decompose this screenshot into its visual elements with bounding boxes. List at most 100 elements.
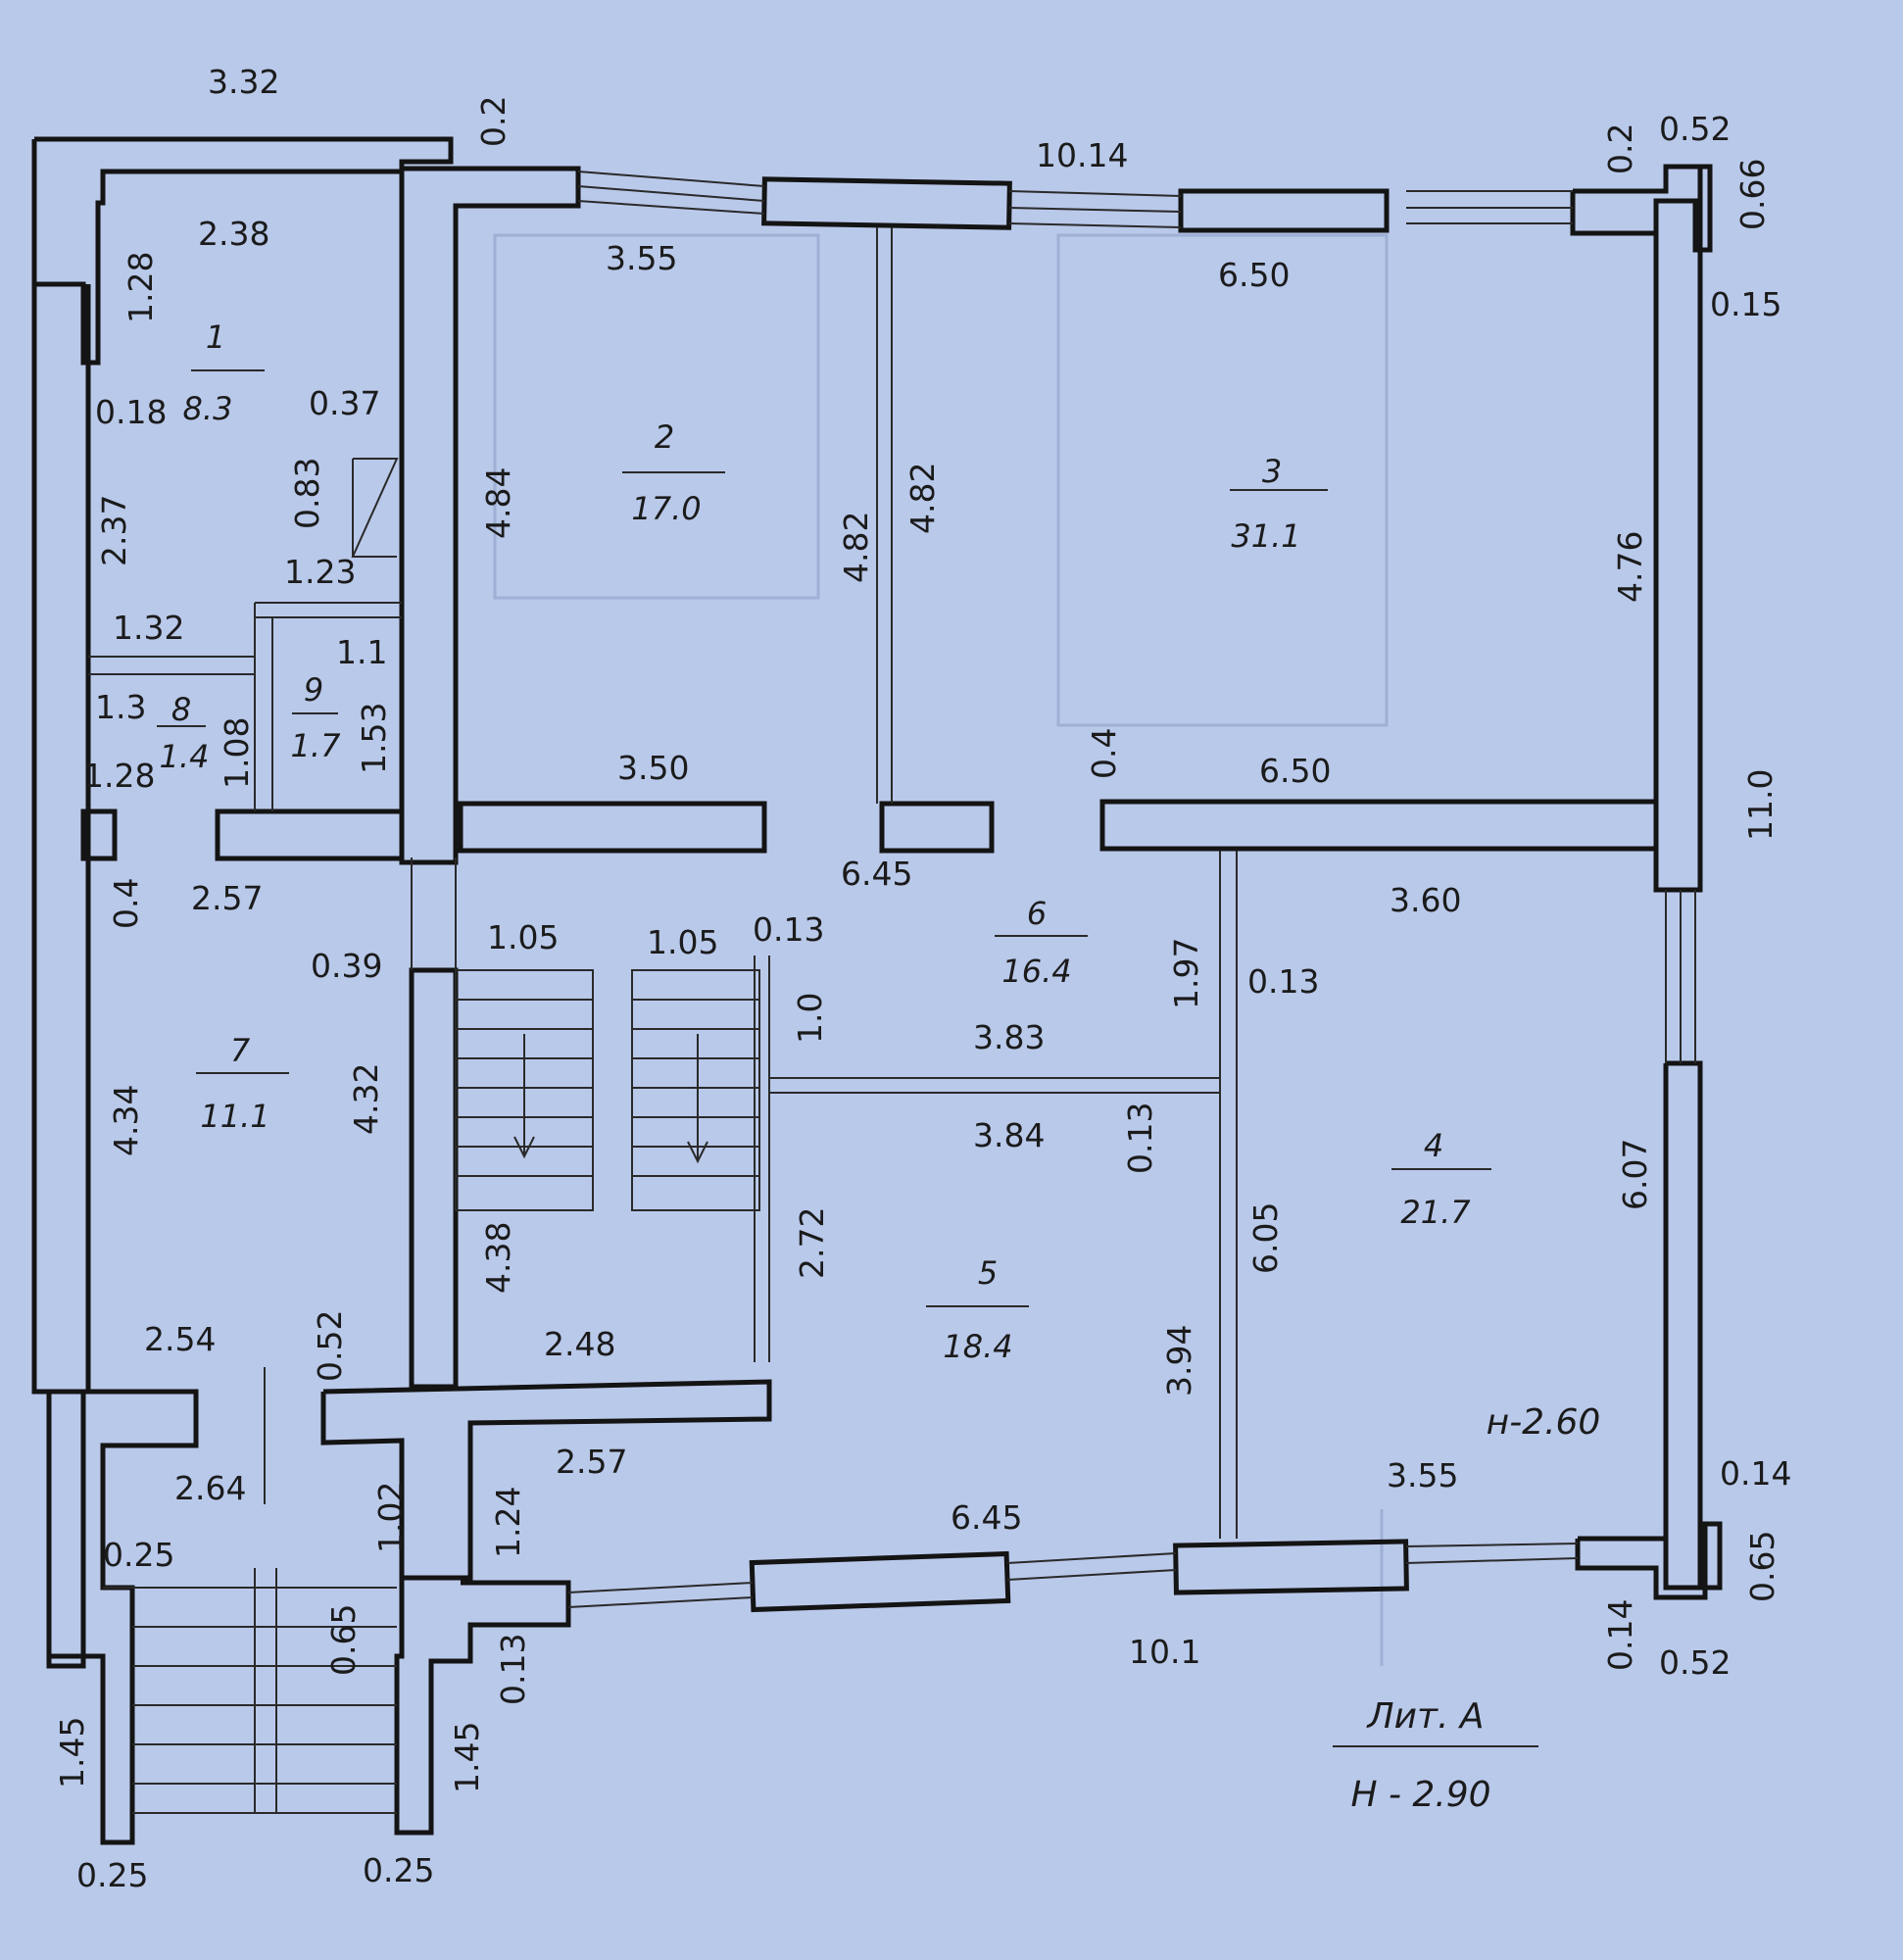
- dim-label: 0.2: [474, 96, 512, 147]
- dim-label: 1.28: [83, 757, 155, 795]
- dimension-labels: 3.32 0.2 10.14 0.2 0.52 0.66 2.38 1.28 3…: [53, 63, 1791, 1894]
- dim-label: 1.24: [489, 1487, 527, 1558]
- room-2-area: 17.0: [631, 490, 701, 527]
- dim-label: 6.45: [841, 855, 912, 893]
- room-7-id: 7: [230, 1032, 251, 1069]
- dim-label: 4.82: [903, 463, 942, 534]
- room-4-area: 21.7: [1400, 1194, 1471, 1231]
- dim-label: 0.83: [288, 458, 326, 529]
- dim-label: 0.4: [1085, 728, 1123, 779]
- dim-label: 3.55: [1387, 1456, 1458, 1494]
- dim-label: 2.48: [544, 1325, 615, 1363]
- dim-label: 1.32: [113, 609, 184, 647]
- dim-label: 0.39: [311, 947, 382, 985]
- dim-label: 0.14: [1601, 1599, 1639, 1671]
- room-3-area: 31.1: [1231, 517, 1300, 555]
- dim-label: 1.0: [791, 993, 829, 1044]
- room-5: 5 18.4: [926, 1254, 1029, 1365]
- dim-label: 2.54: [144, 1320, 216, 1358]
- dim-label: 2.64: [174, 1469, 246, 1507]
- room-2-id: 2: [655, 418, 674, 456]
- dim-label: 1.3: [95, 688, 146, 726]
- room-3-id: 3: [1262, 453, 1282, 490]
- room-8-area: 1.4: [160, 738, 210, 775]
- dim-label: 0.4: [107, 878, 145, 929]
- dim-label: 0.18: [95, 393, 167, 431]
- dim-label: 2.57: [556, 1443, 627, 1481]
- dim-label: 6.07: [1616, 1139, 1654, 1210]
- dim-label: 0.13: [494, 1634, 532, 1705]
- dim-label: 1.02: [371, 1482, 410, 1553]
- room-6-id: 6: [1027, 895, 1047, 932]
- dim-label: 0.15: [1710, 285, 1781, 323]
- room-3: 3 31.1: [1230, 453, 1328, 555]
- dim-label: 1.45: [53, 1717, 91, 1788]
- room-4: 4 21.7: [1391, 1127, 1491, 1231]
- dim-label: 3.94: [1160, 1325, 1198, 1396]
- dim-label: 3.84: [973, 1116, 1045, 1154]
- dim-label: 0.25: [363, 1851, 434, 1889]
- dim-label: 0.66: [1733, 159, 1772, 230]
- dim-label: 0.14: [1720, 1454, 1791, 1493]
- dim-label: 1.08: [218, 717, 256, 789]
- stamp-line-1: Лит. А: [1366, 1696, 1485, 1737]
- dim-label: 3.55: [606, 239, 677, 277]
- room-9-area: 1.7: [291, 727, 342, 764]
- dim-label: 1.97: [1167, 938, 1205, 1009]
- dim-label: 0.13: [1121, 1102, 1159, 1174]
- background-ghost-lines: [493, 233, 1389, 1666]
- ceiling-height-note: н-2.60: [1487, 1402, 1601, 1443]
- stamp-line-2: Н - 2.90: [1350, 1775, 1490, 1815]
- dim-label: 1.05: [487, 918, 559, 956]
- dim-label: 3.60: [1390, 881, 1461, 919]
- dim-label: 4.32: [347, 1063, 385, 1135]
- thin-lines: [88, 171, 1696, 1813]
- dim-label: 0.13: [1247, 962, 1319, 1001]
- dim-label: 0.37: [309, 384, 380, 422]
- room-9-id: 9: [304, 671, 323, 709]
- dim-label: 4.38: [479, 1222, 517, 1294]
- room-5-id: 5: [978, 1254, 998, 1292]
- dim-label: 3.83: [973, 1018, 1045, 1056]
- dim-label: 4.84: [479, 467, 517, 539]
- dim-label: 1.45: [448, 1722, 486, 1793]
- dim-label: 4.76: [1611, 531, 1649, 603]
- room-6-area: 16.4: [1001, 953, 1071, 990]
- dim-label: 10.1: [1129, 1633, 1200, 1671]
- room-1-id: 1: [206, 318, 225, 356]
- dim-label: 1.28: [122, 252, 160, 323]
- room-1: 1 8.3: [183, 318, 265, 427]
- dim-label: 0.13: [753, 910, 824, 949]
- dim-label: 2.57: [191, 879, 263, 917]
- room-6: 6 16.4: [995, 895, 1088, 990]
- dim-label: 1.53: [355, 703, 393, 774]
- room-5-area: 18.4: [943, 1328, 1012, 1365]
- dim-label: 6.05: [1246, 1202, 1285, 1274]
- dim-label: 0.52: [1659, 1643, 1731, 1682]
- dim-label: 1.23: [284, 553, 356, 591]
- dim-label: 2.38: [198, 215, 269, 253]
- dim-label: 0.52: [311, 1310, 349, 1382]
- dim-label: 0.25: [76, 1856, 148, 1894]
- dim-label: 0.65: [324, 1604, 363, 1676]
- title-stamp: Лит. А Н - 2.90: [1333, 1696, 1538, 1815]
- dim-label: 10.14: [1036, 136, 1128, 174]
- dim-label: 2.72: [793, 1207, 831, 1279]
- dim-label: 4.34: [107, 1085, 145, 1156]
- room-7-area: 11.1: [200, 1098, 269, 1135]
- dim-label: 0.52: [1659, 110, 1731, 148]
- room-1-area: 8.3: [183, 390, 233, 427]
- room-9: 9 1.7: [291, 671, 342, 764]
- dim-label: 0.2: [1601, 123, 1639, 174]
- dim-label: 11.0: [1741, 769, 1780, 841]
- dim-label: 1.05: [647, 923, 718, 961]
- room-8-id: 8: [171, 691, 191, 728]
- dim-label: 6.50: [1218, 256, 1290, 294]
- dim-label: 6.45: [951, 1498, 1022, 1537]
- room-4-id: 4: [1424, 1127, 1443, 1164]
- dim-label: 0.25: [103, 1536, 174, 1574]
- dim-label: 3.50: [617, 749, 689, 787]
- room-8: 8 1.4: [157, 691, 209, 775]
- dim-label: 3.32: [208, 63, 279, 101]
